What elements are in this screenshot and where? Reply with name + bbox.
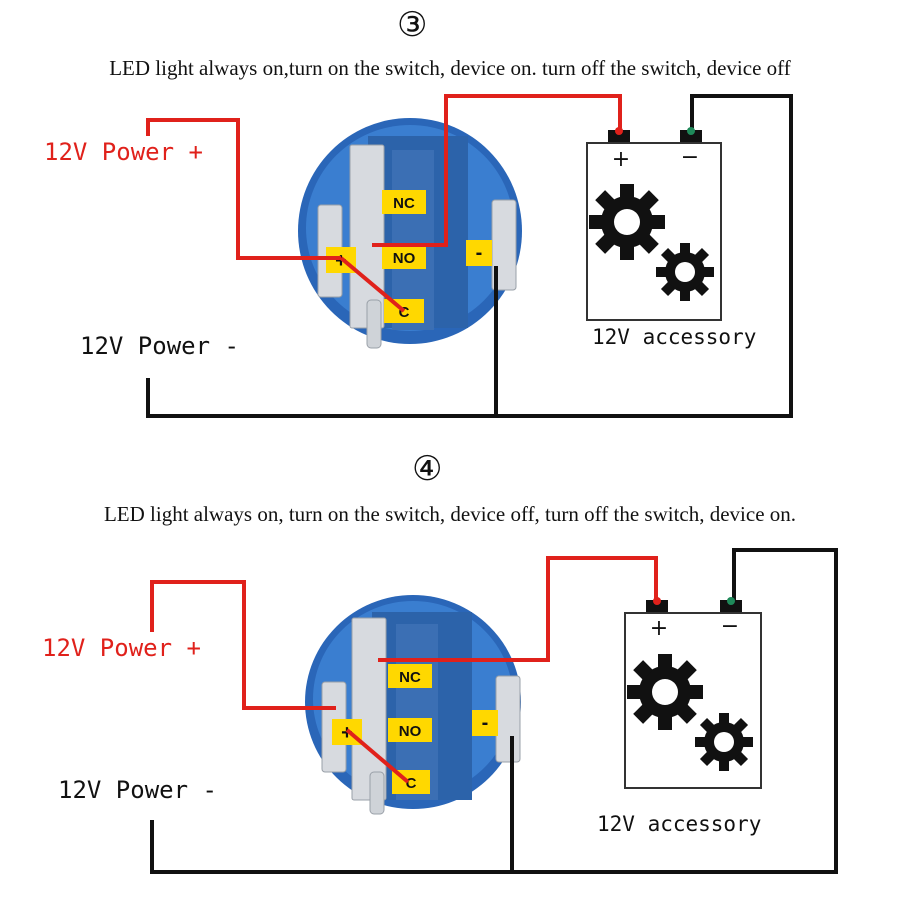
panel-3: ③ LED light always on,turn on the switch… bbox=[44, 5, 793, 418]
negative-wires bbox=[150, 548, 838, 874]
accessory-label: 12V accessory bbox=[592, 325, 757, 349]
negative-wires bbox=[146, 94, 793, 418]
power-minus-label: 12V Power - bbox=[80, 332, 239, 360]
pin-no-bg bbox=[388, 718, 432, 742]
pin-c-label: C bbox=[406, 775, 417, 792]
pin-minus-bg bbox=[466, 240, 492, 266]
power-plus-label: 12V Power + bbox=[42, 634, 201, 662]
accessory-device: + − bbox=[624, 597, 762, 789]
panel-caption: LED light always on,turn on the switch, … bbox=[109, 56, 791, 80]
pin-minus-label: - bbox=[482, 712, 489, 734]
wiring-diagram: NC NO C + - + − bbox=[146, 94, 793, 418]
panel-number: ③ bbox=[397, 5, 428, 45]
terminal-minus bbox=[680, 130, 702, 142]
power-plus-label: 12V Power + bbox=[44, 138, 203, 166]
terminal-plus bbox=[608, 130, 630, 142]
panel-4: ④ LED light always on, turn on the switc… bbox=[0, 450, 900, 900]
terminal-plus-sign: + bbox=[650, 616, 668, 641]
pin-labels: NC NO C + - bbox=[326, 190, 492, 323]
gear-large-icon bbox=[589, 184, 665, 260]
power-minus-label: 12V Power - bbox=[58, 776, 217, 804]
positive-wires bbox=[150, 556, 658, 784]
pin-plus-label: + bbox=[335, 250, 347, 272]
pin-no-label: NO bbox=[399, 723, 422, 740]
pin-nc-bg bbox=[382, 190, 426, 214]
gear-large-icon bbox=[627, 654, 703, 730]
pin-plus-label: + bbox=[341, 722, 353, 744]
pin-minus-bg bbox=[472, 710, 498, 736]
accessory-label: 12V accessory bbox=[597, 812, 762, 836]
pin-labels: NC NO C + - bbox=[332, 664, 498, 794]
accessory-device: + − bbox=[586, 127, 722, 321]
terminal-plus-sign: + bbox=[612, 147, 630, 172]
gear-small-icon bbox=[656, 243, 714, 301]
pin-nc-bg bbox=[388, 664, 432, 688]
pin-no-bg bbox=[382, 245, 426, 269]
positive-wires bbox=[146, 94, 622, 313]
panel-caption: LED light always on, turn on the switch,… bbox=[103, 502, 797, 526]
gear-small-icon bbox=[695, 713, 753, 771]
wiring-diagram: NC NO C + - + − bbox=[150, 548, 838, 874]
pin-nc-label: NC bbox=[399, 669, 421, 686]
pin-no-label: NO bbox=[393, 250, 416, 267]
terminal-minus-sign: − bbox=[681, 145, 699, 170]
pin-c-label: C bbox=[399, 304, 410, 321]
terminal-minus bbox=[720, 600, 742, 612]
switch-pins bbox=[317, 144, 517, 349]
panel-number: ④ bbox=[412, 449, 443, 489]
pin-minus-label: - bbox=[476, 242, 483, 264]
pin-nc-label: NC bbox=[393, 195, 415, 212]
terminal-plus bbox=[646, 600, 668, 612]
terminal-minus-sign: − bbox=[721, 614, 739, 639]
